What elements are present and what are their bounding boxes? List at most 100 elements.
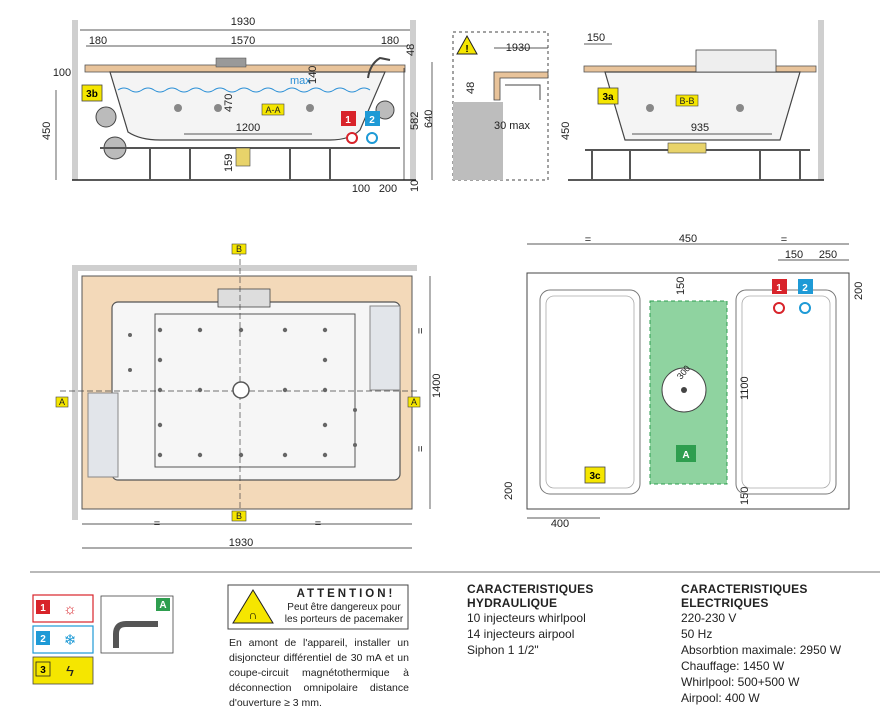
pump-icon [95, 106, 117, 128]
svg-text:3c: 3c [589, 471, 601, 482]
cold-water-connection-icon [799, 302, 811, 314]
dim-150-b: 150 [587, 32, 605, 44]
badge-2-blue-floor [798, 279, 813, 294]
water-level-line [117, 87, 371, 93]
jet-icon [174, 104, 182, 112]
hot-water-connection-icon [346, 132, 358, 144]
dim-1930-side: 1930 [506, 42, 530, 54]
dim-159: 159 [223, 154, 235, 172]
dim-30max: 30 max [494, 120, 531, 132]
dim-200-floor-left: 200 [503, 482, 515, 500]
sun-icon: ☼ [63, 601, 77, 618]
dim-eq-left: = [154, 518, 160, 530]
dim-935: 935 [691, 122, 709, 134]
rim-profile [493, 71, 549, 101]
svg-text:∩: ∩ [249, 608, 258, 622]
lightning-icon: ϟ [66, 663, 74, 680]
hydraulic-title: CARACTERISTIQUES HYDRAULIQUE [467, 582, 594, 610]
badge-3a [597, 87, 619, 105]
marker-b-bottom [231, 510, 247, 522]
badge-3b [81, 84, 103, 102]
section-b-b-view: B-B 150 450 935 3a [560, 20, 824, 181]
warning-icon [456, 34, 478, 55]
dim-450-left: 450 [41, 122, 53, 140]
badge-1-red-floor [772, 279, 787, 294]
badge-3c [584, 466, 606, 484]
dim-450-floor: 450 [679, 233, 697, 245]
legend-hot-water [32, 594, 94, 623]
electric-section: CARACTERISTIQUES ELECTRIQUES 220-230 V 5… [681, 582, 891, 706]
hydraulic-line: 10 injecteurs whirlpool [467, 611, 586, 625]
dim-150-floor: 150 [785, 249, 803, 261]
dim-100-bottom: 100 [352, 183, 370, 195]
drain-icon [232, 381, 250, 399]
dim-470: 470 [223, 94, 235, 112]
headrest-icon [695, 49, 777, 73]
dim-1570: 1570 [231, 35, 255, 47]
floor-outline [526, 272, 850, 510]
plan-view: B B A A = = 1930 1400 = = [55, 243, 443, 549]
badge-1-red [341, 111, 356, 126]
pump-icon [375, 100, 395, 120]
electric-line: 50 Hz [681, 627, 713, 641]
warning-title: ATTENTION! [296, 588, 396, 600]
jet-icon [306, 104, 314, 112]
svg-text:3a: 3a [602, 92, 614, 103]
dim-eq-right: = [315, 518, 321, 530]
section-b-label-box [675, 94, 699, 107]
dim-eq-floor-right: = [781, 234, 787, 246]
right-wall [410, 20, 416, 180]
svg-text:2: 2 [369, 115, 375, 126]
tub-foot-right [735, 289, 837, 495]
headrest-left [87, 392, 119, 478]
marker-b-top [231, 243, 247, 255]
tap-block-icon [215, 57, 247, 68]
dim-150-zone-bottom: 150 [739, 487, 751, 505]
badge-a-green [676, 445, 696, 462]
hydraulic-line: 14 injecteurs airpool [467, 627, 575, 641]
electric-line: Chauffage: 1450 W [681, 659, 785, 673]
hydraulic-line: Siphon 1 1/2" [467, 643, 539, 657]
headrest-right [369, 305, 401, 391]
legend-drain [100, 595, 174, 654]
dim-eq-top: = [415, 328, 427, 334]
siphon-icon-b [667, 142, 707, 154]
svg-text:A: A [411, 397, 417, 407]
section-b-label: B-B [679, 96, 694, 106]
jet-icon [214, 104, 222, 112]
svg-text:B: B [236, 511, 242, 521]
electric-line: Absorbtion maximale: 2950 W [681, 643, 842, 657]
dim-140: 140 [307, 66, 319, 84]
warning-subtitle: Peut être dangereux pour les porteurs de… [284, 602, 404, 625]
right-wall-b [818, 20, 824, 180]
jet-icon [646, 104, 654, 112]
control-panel-icon [217, 288, 271, 308]
hydraulic-section: CARACTERISTIQUES HYDRAULIQUE 10 injecteu… [467, 582, 677, 658]
section-a-a-view: A-A 1930 180 1570 180 48 100 max 140 470… [41, 16, 435, 195]
siphon-icon [235, 147, 251, 167]
hot-water-connection-icon [773, 302, 785, 314]
tub-body [109, 71, 386, 141]
dim-eq-floor-left: = [585, 234, 591, 246]
svg-text:B: B [236, 244, 242, 254]
jet-pattern [128, 327, 357, 458]
dim-48-side: 48 [465, 82, 477, 94]
warning-body: En amont de l'appareil, installer un dis… [229, 637, 409, 709]
svg-text:!: ! [465, 44, 468, 55]
svg-text:2: 2 [40, 634, 46, 645]
svg-text:A: A [682, 450, 689, 461]
dim-150-zone-top: 150 [675, 277, 687, 295]
svg-text:1: 1 [345, 115, 351, 126]
electric-line: Whirlpool: 500+500 W [681, 675, 800, 689]
dim-1200: 1200 [236, 122, 260, 134]
section-a-label: A-A [265, 105, 280, 115]
rim-detail-view: ! 1930 48 30 max [452, 31, 549, 181]
dim-1400: 1400 [431, 374, 443, 398]
svg-text:3: 3 [40, 665, 46, 676]
svg-text:A: A [159, 600, 166, 611]
wall-block [453, 102, 503, 180]
dim-eq-bottom: = [415, 446, 427, 452]
electric-line: 220-230 V [681, 611, 737, 625]
back-wall [72, 265, 417, 271]
